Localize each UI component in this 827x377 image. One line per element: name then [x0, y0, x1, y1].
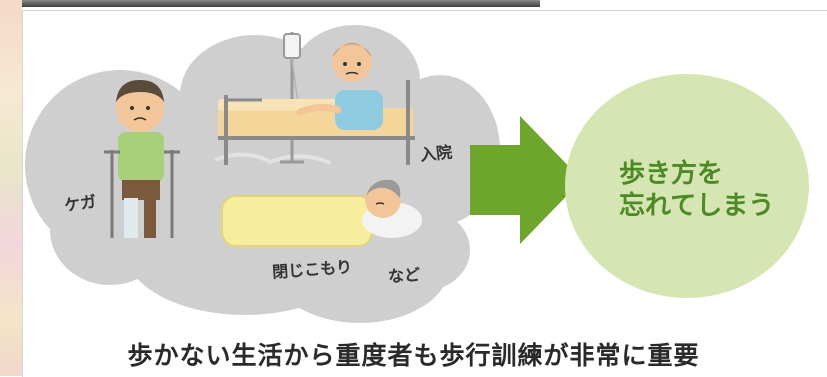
caption: 歩かない生活から重度者も歩行訓練が非常に重要 [127, 341, 700, 370]
result-line-1: 歩き方を [619, 159, 724, 189]
withdrawn-person-figure [221, 179, 422, 247]
injury-label: ケガ [63, 191, 98, 216]
green-arrow [470, 116, 582, 244]
result-circle [565, 74, 809, 298]
hospital-bed-scene [218, 32, 415, 165]
hospital-label: 入院 [419, 142, 454, 165]
result-text: 歩き方を 忘れてしまう [619, 158, 819, 222]
top-edge-bar [0, 0, 540, 7]
left-background-strip [0, 0, 22, 376]
etc-label: など [387, 264, 421, 287]
thought-cloud [25, 25, 500, 323]
injured-man-figure [104, 80, 180, 238]
result-line-2: 忘れてしまう [619, 191, 775, 221]
cloud-divider [214, 152, 331, 165]
